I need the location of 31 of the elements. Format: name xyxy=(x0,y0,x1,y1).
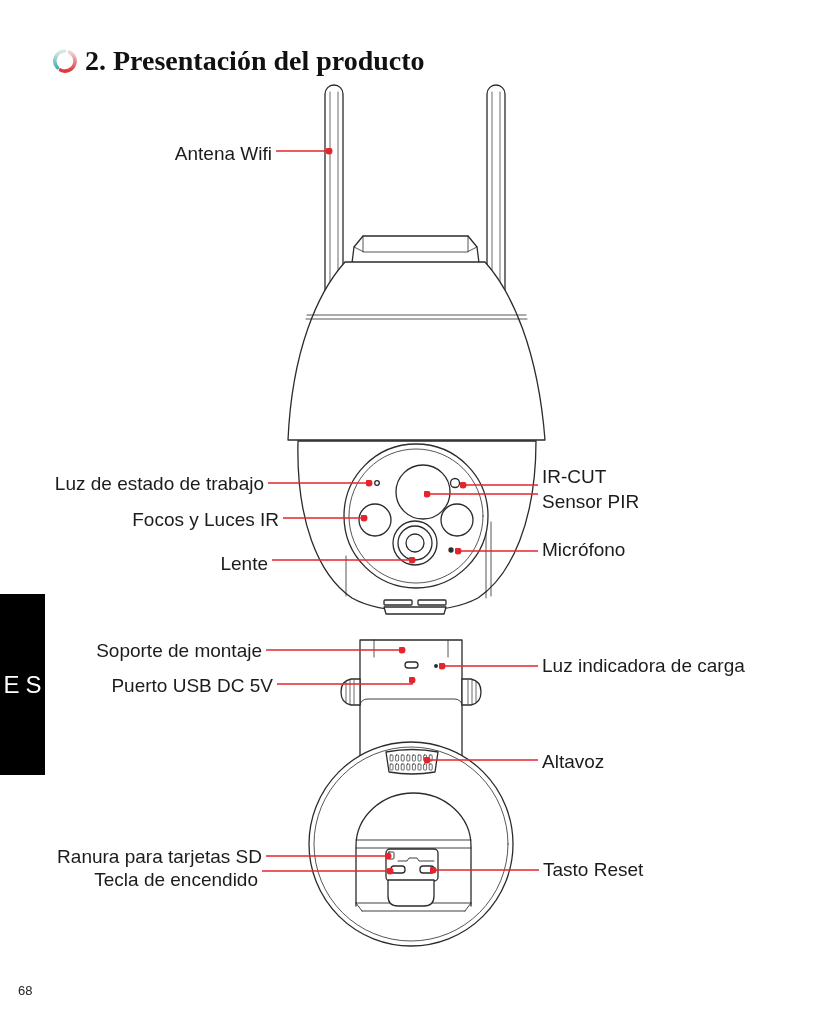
part-label: Sensor PIR xyxy=(542,492,640,512)
leader-line xyxy=(271,556,416,564)
part-label: Lente xyxy=(220,554,268,574)
part-label: Soporte de montaje xyxy=(96,641,262,661)
part-label: Luz indicadora de carga xyxy=(542,656,745,676)
part-label: Puerto USB DC 5V xyxy=(111,676,273,696)
part-label: Luz de estado de trabajo xyxy=(54,474,264,494)
leader-line xyxy=(454,547,539,555)
leader-line xyxy=(276,676,416,685)
leader-line xyxy=(275,147,333,155)
part-label: Altavoz xyxy=(542,752,605,772)
page-number: 68 xyxy=(18,983,33,999)
part-label: Focos y Luces IR xyxy=(132,510,279,530)
leader-line xyxy=(423,756,539,764)
leader-line xyxy=(438,662,539,670)
part-label: Tasto Reset xyxy=(543,860,644,880)
leader-line xyxy=(265,852,392,860)
leader-line xyxy=(267,479,373,487)
language-tab: ES xyxy=(0,594,45,775)
leader-line xyxy=(459,481,539,489)
part-label: IR-CUT xyxy=(542,467,607,487)
leader-line xyxy=(429,866,540,874)
part-label: Ranura para tarjetas SD xyxy=(57,847,262,867)
section-title: 2. Presentación del producto xyxy=(85,45,425,77)
leader-line xyxy=(261,867,394,875)
leader-line xyxy=(423,490,539,498)
leader-line xyxy=(282,514,368,522)
leader-line xyxy=(265,646,406,654)
part-label: Micrófono xyxy=(542,540,626,560)
part-label: Antena Wifi xyxy=(174,144,272,164)
part-label: Tecla de encendido xyxy=(94,870,258,890)
